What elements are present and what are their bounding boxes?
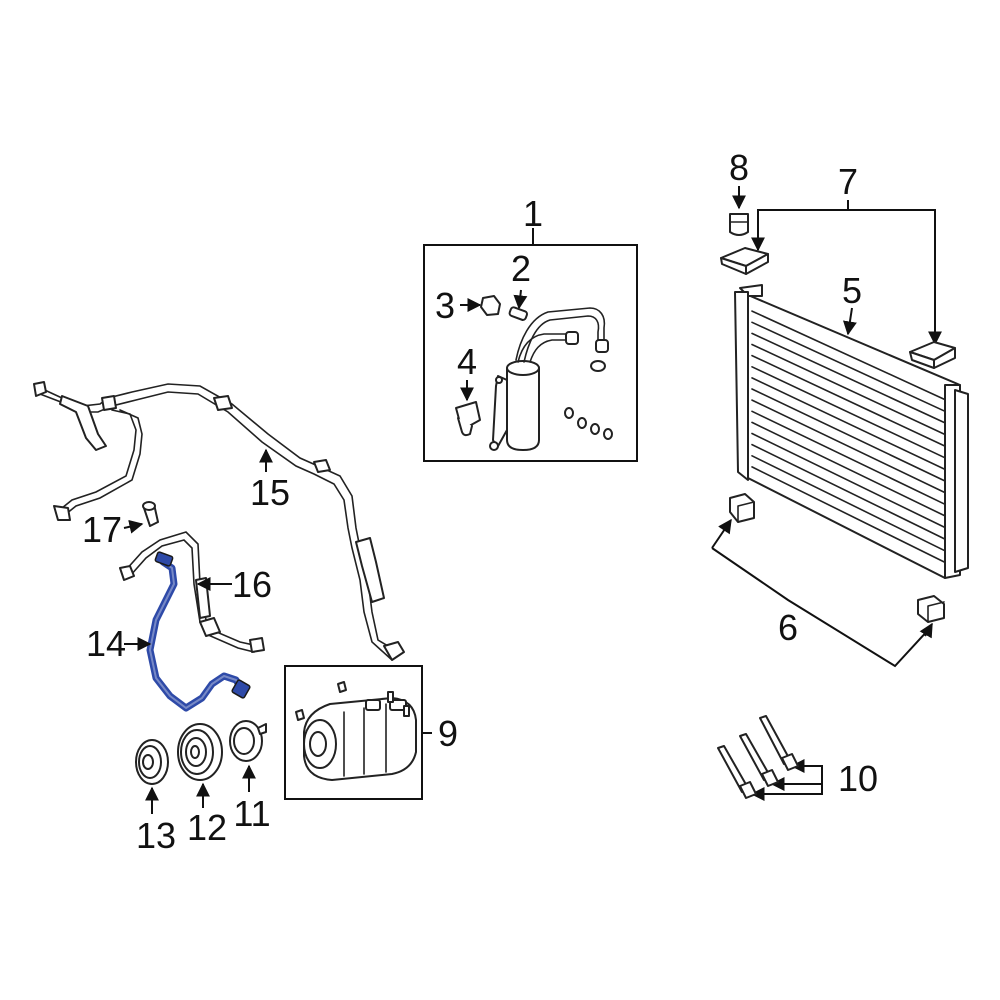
callout-3[interactable]: 3 <box>435 285 455 326</box>
condenser[interactable] <box>734 284 969 579</box>
pressure-switch[interactable] <box>455 401 481 437</box>
callout-5[interactable]: 5 <box>842 270 862 311</box>
upper-bracket-right[interactable] <box>909 341 956 369</box>
discharge-hose-14[interactable] <box>146 551 251 712</box>
clutch-pulley[interactable] <box>177 723 223 781</box>
callout-7[interactable]: 7 <box>838 161 858 202</box>
callout-11[interactable]: 11 <box>233 793 270 834</box>
line-16-group: 16 <box>119 531 272 653</box>
callout-15[interactable]: 15 <box>250 472 290 513</box>
callout-12[interactable]: 12 <box>187 807 227 848</box>
lower-bracket-right[interactable] <box>917 595 945 623</box>
bolt-c[interactable] <box>717 745 757 799</box>
compressor-group: 9 <box>284 665 458 800</box>
drier-cap[interactable] <box>480 295 501 316</box>
condenser-group: 5 <box>734 270 969 579</box>
bolts-group: 10 <box>717 715 878 801</box>
callout-14[interactable]: 14 <box>86 623 126 664</box>
callout-leader-5 <box>842 307 857 336</box>
callout-6[interactable]: 6 <box>778 607 798 648</box>
drier-plug[interactable] <box>508 306 528 321</box>
receiver-drier[interactable] <box>489 307 613 451</box>
sensor-17-group: 17 <box>82 501 159 550</box>
callout-leader-7 <box>757 209 936 340</box>
callout-4[interactable]: 4 <box>457 341 477 382</box>
lower-brackets-group: 6 <box>711 493 945 668</box>
callout-leader-2 <box>513 289 528 310</box>
condenser-cap[interactable] <box>729 213 749 236</box>
upper-bracket-left[interactable] <box>720 247 769 275</box>
callout-2[interactable]: 2 <box>511 248 531 289</box>
callout-8[interactable]: 8 <box>729 147 749 188</box>
callout-17[interactable]: 17 <box>82 509 122 550</box>
callout-10[interactable]: 10 <box>838 758 878 799</box>
liquid-line-16[interactable] <box>119 531 265 653</box>
clutch-hub[interactable] <box>135 739 169 785</box>
ac-compressor[interactable] <box>295 681 417 781</box>
clutch-parts-group: 13 12 11 <box>135 720 271 856</box>
callout-13[interactable]: 13 <box>136 815 176 856</box>
callout-16[interactable]: 16 <box>232 564 272 605</box>
drier-assembly-group: 1 2 3 <box>423 193 638 462</box>
hose-14-group: 14 <box>86 551 251 712</box>
upper-brackets-group: 7 8 <box>720 147 956 369</box>
condenser-fins <box>751 310 946 564</box>
callout-leader-10 <box>756 765 823 795</box>
callout-9[interactable]: 9 <box>438 713 458 754</box>
callout-1[interactable]: 1 <box>523 193 543 234</box>
callout-leader-6 <box>711 547 931 668</box>
manifold-line-15[interactable] <box>33 381 405 661</box>
pressure-sensor[interactable] <box>142 501 159 527</box>
bolt-b[interactable] <box>739 733 779 787</box>
lower-bracket-left[interactable] <box>729 493 755 523</box>
hose-15-group: 15 <box>33 381 405 661</box>
bolt-a[interactable] <box>759 715 799 771</box>
drier-assembly-box <box>423 244 638 462</box>
clutch-coil[interactable] <box>229 720 267 762</box>
callout-leader-17 <box>123 519 144 534</box>
